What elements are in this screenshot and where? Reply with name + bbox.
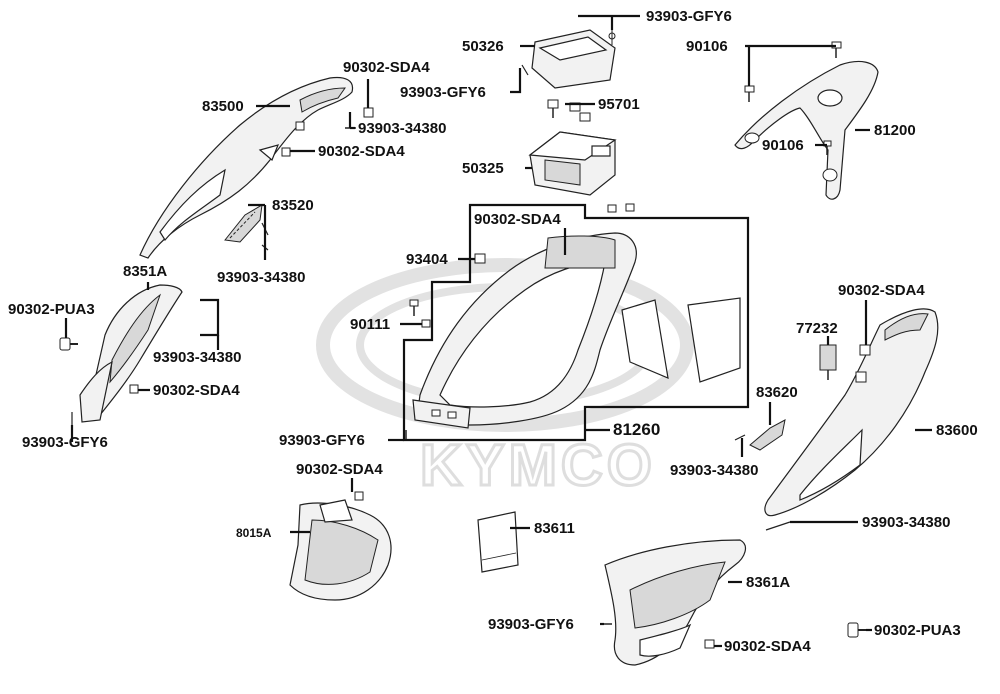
watermark-text: KYMCO — [420, 433, 656, 498]
label-90106-a: 90106 — [686, 38, 728, 55]
label-90111: 90111 — [350, 316, 390, 333]
label-8351A: 8351A — [123, 263, 167, 280]
label-93903-34380-c: 93903-34380 — [153, 349, 241, 366]
part-93404-nut — [474, 253, 486, 264]
label-83520: 83520 — [272, 197, 314, 214]
label-93903-GFY6-top: 93903-GFY6 — [646, 8, 732, 25]
label-81200: 81200 — [874, 122, 916, 139]
label-90302-SDA4-g: 90302-SDA4 — [724, 638, 811, 655]
label-93903-GFY6-c: 93903-GFY6 — [279, 432, 365, 449]
part-83620-bracket — [749, 419, 786, 451]
label-93903-GFY6-e: 93903-GFY6 — [488, 616, 574, 633]
label-93903-GFY6-b: 93903-GFY6 — [400, 84, 486, 101]
part-90106-bolts — [744, 41, 842, 155]
label-95701: 95701 — [598, 96, 640, 113]
label-90302-SDA4-b: 90302-SDA4 — [318, 143, 405, 160]
label-83600: 83600 — [936, 422, 978, 439]
part-90302-PUA3-screw-left — [59, 337, 78, 351]
part-90302-PUA3-screw-right — [847, 622, 866, 638]
label-90302-SDA4-a: 90302-SDA4 — [343, 59, 430, 76]
leader-lines — [64, 14, 932, 648]
label-90302-PUA3-b: 90302-PUA3 — [874, 622, 961, 639]
label-90302-PUA3-a: 90302-PUA3 — [8, 301, 95, 318]
label-93903-34380-e: 93903-34380 — [862, 514, 950, 531]
part-8015A-cover — [289, 499, 392, 601]
small-hardware — [71, 64, 791, 649]
label-8015A: 8015A — [236, 526, 272, 540]
label-90302-SDA4-c: 90302-SDA4 — [474, 211, 561, 228]
part-81200-grab-rail — [734, 60, 879, 200]
part-50326-battery-cover — [531, 29, 616, 89]
label-8361A: 8361A — [746, 574, 790, 591]
part-83611-pad — [477, 511, 519, 573]
part-90111-bolt — [409, 299, 431, 328]
label-90302-SDA4-f: 90302-SDA4 — [296, 461, 383, 478]
label-90302-SDA4-e: 90302-SDA4 — [838, 282, 925, 299]
part-50325-battery-box — [528, 131, 617, 196]
label-93903-34380-d: 93903-34380 — [670, 462, 758, 479]
part-8351A-side-panel — [79, 284, 183, 423]
part-81260-seat — [412, 232, 637, 429]
part-seat-pads — [621, 297, 741, 383]
label-81260: 81260 — [613, 420, 660, 439]
label-50326: 50326 — [462, 38, 504, 55]
label-50325: 50325 — [462, 160, 504, 177]
label-77232: 77232 — [796, 320, 838, 337]
label-83611: 83611 — [534, 520, 575, 537]
label-90106-b: 90106 — [762, 137, 804, 154]
part-77232-clip — [819, 344, 837, 380]
part-8361A-side-panel — [604, 539, 747, 666]
label-93903-34380-b: 93903-34380 — [217, 269, 305, 286]
label-93404: 93404 — [406, 251, 448, 268]
part-83520-bracket — [224, 204, 263, 243]
part-83600-cover — [764, 308, 939, 517]
label-83500: 83500 — [202, 98, 244, 115]
label-93903-GFY6-d: 93903-GFY6 — [22, 434, 108, 451]
label-90302-SDA4-d: 90302-SDA4 — [153, 382, 240, 399]
label-83620: 83620 — [756, 384, 798, 401]
label-93903-34380-a: 93903-34380 — [358, 120, 446, 137]
part-labels: 93903-GFY6 50326 90106 90302-SDA4 93903-… — [8, 8, 978, 655]
